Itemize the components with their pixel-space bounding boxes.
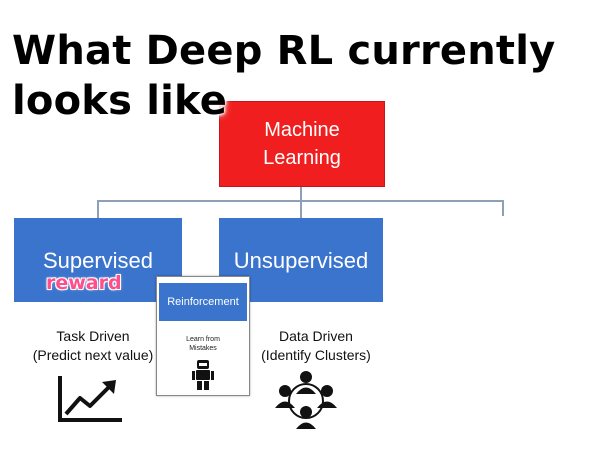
reinforcement-subtitle: Learn from Mistakes (157, 335, 249, 353)
meme-title: What Deep RL currently looks like (12, 26, 592, 126)
robot-icon (192, 360, 214, 390)
unsupervised-label: Unsupervised (233, 248, 369, 273)
supervised-caption: Task Driven (Predict next value) (20, 327, 166, 365)
unsupervised-caption-line-1: Data Driven (279, 328, 353, 344)
trend-up-chart-icon (58, 376, 122, 422)
people-cluster-icon (275, 371, 337, 429)
machine-learning-line-1: Machine (264, 119, 340, 141)
unsupervised-caption-line-2: (Identify Clusters) (261, 347, 371, 363)
reinforcement-sub-line-2: Mistakes (189, 345, 217, 352)
connector-third-branch (502, 200, 504, 216)
machine-learning-box: Machine Learning (219, 101, 385, 187)
title-line-1: What Deep RL currently (12, 28, 556, 74)
supervised-caption-line-1: Task Driven (56, 328, 130, 344)
reward-sticker: reward (46, 272, 122, 294)
machine-learning-line-2: Learning (263, 147, 341, 169)
reinforcement-card: Reinforcement Learn from Mistakes (156, 276, 250, 396)
reinforcement-sub-line-1: Learn from (186, 336, 220, 343)
reinforcement-label: Reinforcement (159, 283, 247, 321)
connector-root-down (300, 185, 302, 201)
connector-unsupervised (300, 200, 302, 218)
supervised-label: Supervised (42, 248, 154, 273)
supervised-box: Supervised (14, 218, 182, 302)
unsupervised-caption: Data Driven (Identify Clusters) (240, 327, 392, 365)
title-line-2: looks like (12, 78, 228, 124)
connector-supervised (97, 200, 99, 218)
supervised-caption-line-2: (Predict next value) (32, 347, 154, 363)
